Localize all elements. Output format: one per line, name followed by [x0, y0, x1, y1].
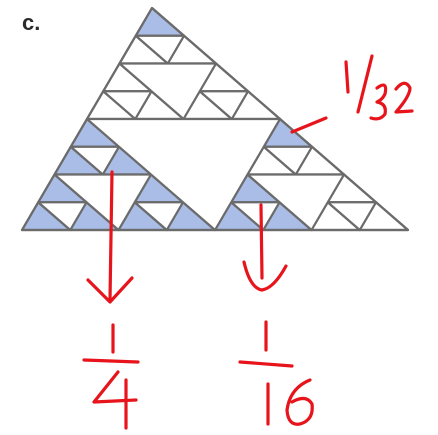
- sierpinski-triangle: [20, 6, 410, 232]
- corner-top-right-hole: [199, 91, 248, 119]
- center-hole: [87, 119, 280, 230]
- corner-top-right-hole-edge: [198, 90, 250, 121]
- corner-left-right-right: [166, 202, 215, 230]
- corner-right-left-top: [231, 174, 280, 203]
- corner-right-hole-edge: [246, 173, 346, 232]
- corner-top-left-hole: [103, 91, 152, 119]
- corner-left-left-hole: [38, 202, 87, 230]
- corner-right-right-hole: [327, 202, 376, 230]
- fraction-bar-left: [82, 358, 140, 364]
- fraction-bar-middle: [238, 360, 294, 368]
- outer-triangle-edge: [20, 6, 410, 232]
- corner-left-hole: [54, 174, 151, 230]
- corner-right-top-left: [247, 146, 296, 175]
- handwritten-digit-1: [344, 60, 350, 94]
- corner-left-right-hole: [134, 202, 183, 230]
- corner-top-hole: [119, 63, 216, 119]
- corner-right-right-right: [359, 202, 408, 230]
- corner-top-hole-edge: [118, 62, 218, 121]
- corner-right-top-hole: [263, 146, 312, 175]
- arrow-shaft-middle: [259, 203, 264, 280]
- corner-left-left-hole-edge: [37, 201, 88, 232]
- handwritten-digit-2: [394, 81, 414, 114]
- corner-top-left-left: [87, 91, 136, 119]
- arrow-head-middle: [242, 260, 288, 292]
- corner-left-left-right: [70, 202, 119, 230]
- annotation-1-4: [82, 170, 140, 430]
- corner-top-left-top: [103, 63, 152, 92]
- corner-left-right-left: [118, 202, 167, 230]
- corner-left-top-top: [70, 119, 119, 147]
- corner-left-left-top: [38, 174, 87, 203]
- annotation-1-16: [238, 203, 314, 426]
- corner-top-right-top: [199, 63, 248, 92]
- corner-top-right-left: [183, 91, 232, 119]
- corner-right-top-right: [295, 146, 344, 175]
- corner-right-left-right: [263, 202, 312, 230]
- center-hole-edge: [85, 117, 282, 232]
- handwritten-digit-4-stroke-a: [92, 370, 138, 404]
- corner-left-right-hole-edge: [133, 201, 185, 232]
- arrow-shaft-left: [108, 170, 114, 302]
- corner-right-right-hole-edge: [326, 201, 378, 232]
- corner-top-top-top: [135, 8, 184, 36]
- part-label: c.: [22, 10, 40, 35]
- corner-top-left-right: [135, 91, 184, 119]
- corner-left-right-top: [134, 174, 183, 203]
- annotation-1-32: [290, 54, 414, 134]
- handwritten-slash: [356, 54, 374, 114]
- corner-top-top-hole: [135, 35, 184, 64]
- corner-right-hole: [247, 174, 344, 230]
- corner-left-left-left: [22, 202, 71, 230]
- corner-right-left-hole: [231, 202, 280, 230]
- corner-top-top-hole-edge: [134, 34, 186, 65]
- corner-right-left-hole-edge: [230, 201, 281, 232]
- arrow-head-left: [86, 276, 134, 304]
- corner-top-left-hole-edge: [102, 90, 153, 121]
- corner-left-top-hole: [70, 146, 119, 175]
- corner-right-right-left: [311, 202, 360, 230]
- corner-right-right-top: [327, 174, 376, 203]
- corner-left-top-hole-edge: [69, 145, 121, 176]
- corner-top-right-right: [231, 91, 280, 119]
- handwritten-digit-3: [369, 83, 388, 121]
- corner-top-top-right: [167, 35, 216, 64]
- corner-left-top-left: [54, 146, 103, 175]
- pointer-line-1-32: [290, 116, 328, 134]
- corner-right-left-left: [215, 202, 264, 230]
- handwritten-digit-6: [285, 378, 314, 426]
- corner-right-top-top: [263, 119, 312, 147]
- corner-left-hole-edge: [53, 173, 153, 232]
- corner-top-top-left: [119, 35, 168, 64]
- corner-left-top-right: [102, 146, 151, 175]
- corner-right-top-hole-edge: [262, 145, 314, 176]
